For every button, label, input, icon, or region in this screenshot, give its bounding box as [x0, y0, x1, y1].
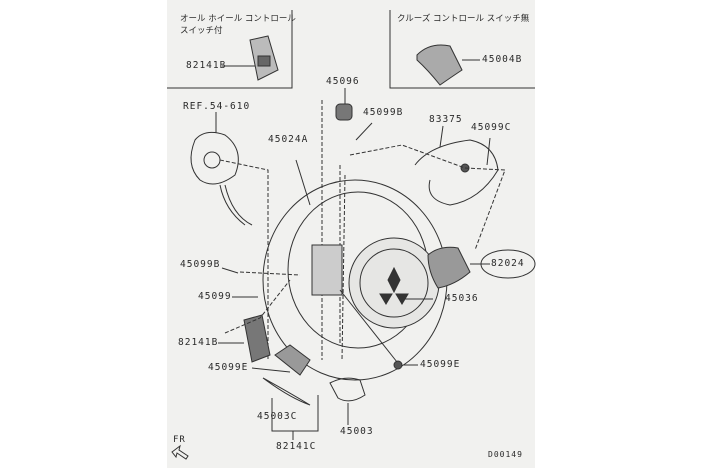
parts-diagram-sheet — [167, 0, 535, 468]
part-label-82024: 82024 — [491, 258, 525, 269]
fr-arrow-icon — [171, 444, 189, 460]
part-label-45024A: 45024A — [268, 134, 309, 145]
inset-right-switch — [416, 44, 480, 86]
part-label-83375: 83375 — [429, 114, 463, 125]
part-label-45099E-left: 45099E — [208, 362, 249, 373]
leader-lines — [221, 122, 433, 440]
part-label-45099B-top: 45099B — [363, 107, 404, 118]
part-label-45004B: 45004B — [482, 54, 523, 65]
diagram-id: D00149 — [488, 450, 523, 459]
part-label-82141B-inset: 82141B — [186, 60, 227, 71]
part-label-82141B: 82141B — [178, 337, 219, 348]
part-label-45099E-right: 45099E — [420, 359, 461, 370]
part-label-45036: 45036 — [445, 293, 479, 304]
part-label-45099C: 45099C — [471, 122, 512, 133]
cruise-switch — [427, 246, 536, 289]
part-label-45099B-left: 45099B — [180, 259, 221, 270]
part-label-82141C: 82141C — [276, 441, 317, 452]
inset-left-switch — [222, 35, 279, 81]
clock-spring — [190, 112, 269, 360]
part-label-45003C: 45003C — [257, 411, 298, 422]
inset-left-caption-1: オール ホイール コントロール — [180, 14, 296, 24]
harness-83375 — [349, 125, 506, 251]
part-label-45099: 45099 — [198, 291, 232, 302]
inset-borders — [167, 10, 535, 89]
part-label-45003: 45003 — [340, 426, 374, 437]
inset-left-caption-2: スイッチ付 — [180, 26, 223, 36]
direction-label: FR — [173, 435, 186, 445]
ref-label: REF.54-610 — [183, 101, 251, 112]
nut-45096 — [335, 88, 353, 121]
part-label-45096: 45096 — [326, 76, 360, 87]
left-switch-82141B — [218, 279, 291, 363]
inset-right-caption: クルーズ コントロール スイッチ無 — [397, 14, 530, 24]
